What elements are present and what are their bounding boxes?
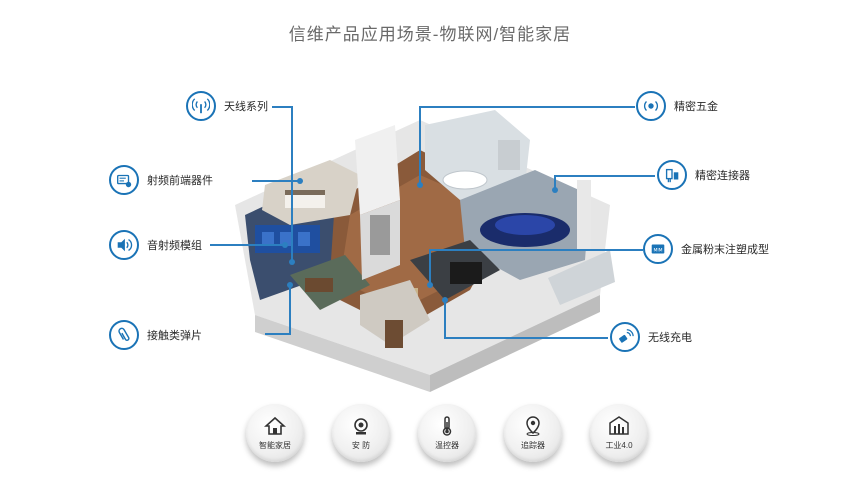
callout-speaker: 音射频模组 [109,230,202,260]
factory-icon [609,416,629,435]
callout-label: 精密连接器 [695,170,750,182]
paperclip-icon [109,320,139,350]
thermometer-icon [442,416,452,436]
category-security[interactable]: 安 防 [332,404,390,462]
camera-icon [354,418,368,435]
location-icon [526,416,540,436]
callout-label: 天线系列 [224,101,268,113]
callout-mim: MIM 金属粉末注塑成型 [643,234,769,264]
callout-rf-frontend: 射频前端器件 [109,165,213,195]
callout-label: 射频前端器件 [147,175,213,187]
svg-text:MIM: MIM [653,247,662,253]
mim-icon: MIM [643,234,673,264]
category-label: 追踪器 [521,441,545,450]
category-industry[interactable]: 工业4.0 [590,404,648,462]
category-tracker[interactable]: 追踪器 [504,404,562,462]
page-title: 信维产品应用场景-物联网/智能家居 [288,25,572,44]
category-label: 安 防 [351,441,371,450]
callout-label: 精密五金 [674,101,718,113]
callout-antenna: 天线系列 [186,91,268,121]
connector-icon [657,160,687,190]
antenna-icon [186,91,216,121]
wireless-charging-icon [610,322,640,352]
callout-contact-spring: 接触类弹片 [109,320,202,350]
callout-wireless-charging: 无线充电 [610,322,692,352]
category-smart-home[interactable]: 智能家居 [246,404,304,462]
category-label: 智能家居 [259,441,291,450]
category-thermostat[interactable]: 温控器 [418,404,476,462]
callout-label: 接触类弹片 [147,330,202,342]
callout-precision-hardware: 精密五金 [636,91,718,121]
vibration-icon [636,91,666,121]
speaker-icon [109,230,139,260]
category-label: 温控器 [435,441,459,450]
callout-label: 音射频模组 [147,240,202,252]
house-icon [264,416,286,435]
callout-label: 无线充电 [648,332,692,344]
callout-label: 金属粉末注塑成型 [681,244,769,256]
category-label: 工业4.0 [605,441,633,450]
callout-precision-connector: 精密连接器 [657,160,750,190]
rf-frontend-icon [109,165,139,195]
